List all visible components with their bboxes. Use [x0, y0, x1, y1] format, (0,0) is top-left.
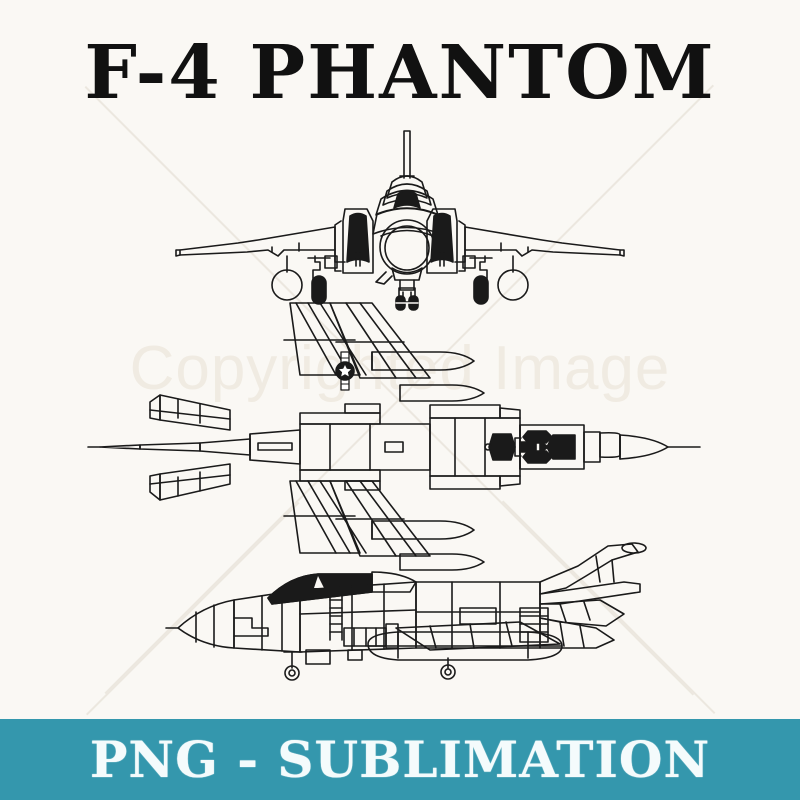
banner-label: PNG - SUBLIMATION — [89, 730, 711, 789]
front-view — [175, 130, 625, 311]
us-insignia-roundel — [335, 351, 355, 391]
page-title: F-4 PHANTOM — [84, 30, 716, 116]
top-view — [87, 302, 701, 571]
png-sublimation-banner: PNG - SUBLIMATION — [0, 719, 800, 800]
side-view — [165, 542, 647, 681]
